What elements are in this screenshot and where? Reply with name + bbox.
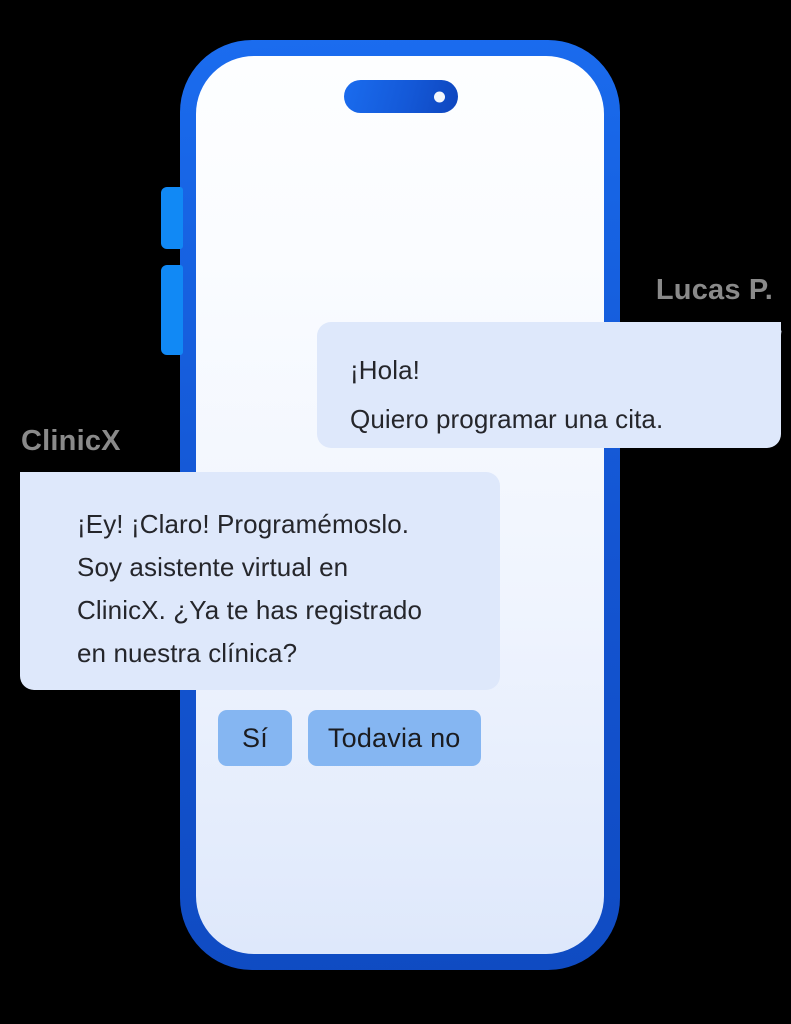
user-name-label: Lucas P. bbox=[655, 274, 773, 306]
chat-bubble-bot: ¡Ey! ¡Claro! Programémoslo. Soy asistent… bbox=[20, 472, 500, 690]
quick-reply-yes-button[interactable]: Sí bbox=[218, 710, 292, 766]
bot-name-label: ClinicX bbox=[21, 425, 121, 457]
chat-bubble-bot-line-1: ¡Ey! ¡Claro! Programémoslo. bbox=[77, 509, 410, 539]
quick-reply-not-yet-button[interactable]: Todavia no bbox=[307, 710, 481, 766]
dynamic-island bbox=[344, 80, 458, 113]
chat-bubble-bot-line-2: Soy asistente virtual en bbox=[77, 552, 349, 582]
front-camera-icon bbox=[434, 91, 445, 102]
chat-bubble-user-line-1: ¡Hola! bbox=[350, 355, 420, 385]
volume-down-button[interactable] bbox=[161, 265, 183, 355]
chat-bubble-user-line-2: Quiero programar una cita. bbox=[350, 404, 664, 434]
volume-up-button[interactable] bbox=[161, 187, 183, 249]
quick-reply-group: Sí Todavia no bbox=[218, 710, 481, 766]
chat-bubble-user: ¡Hola! Quiero programar una cita. bbox=[317, 322, 781, 448]
chat-bubble-bot-line-3: ClinicX. ¿Ya te has registrado bbox=[77, 595, 422, 625]
chat-bubble-bot-line-4: en nuestra clínica? bbox=[77, 638, 298, 668]
